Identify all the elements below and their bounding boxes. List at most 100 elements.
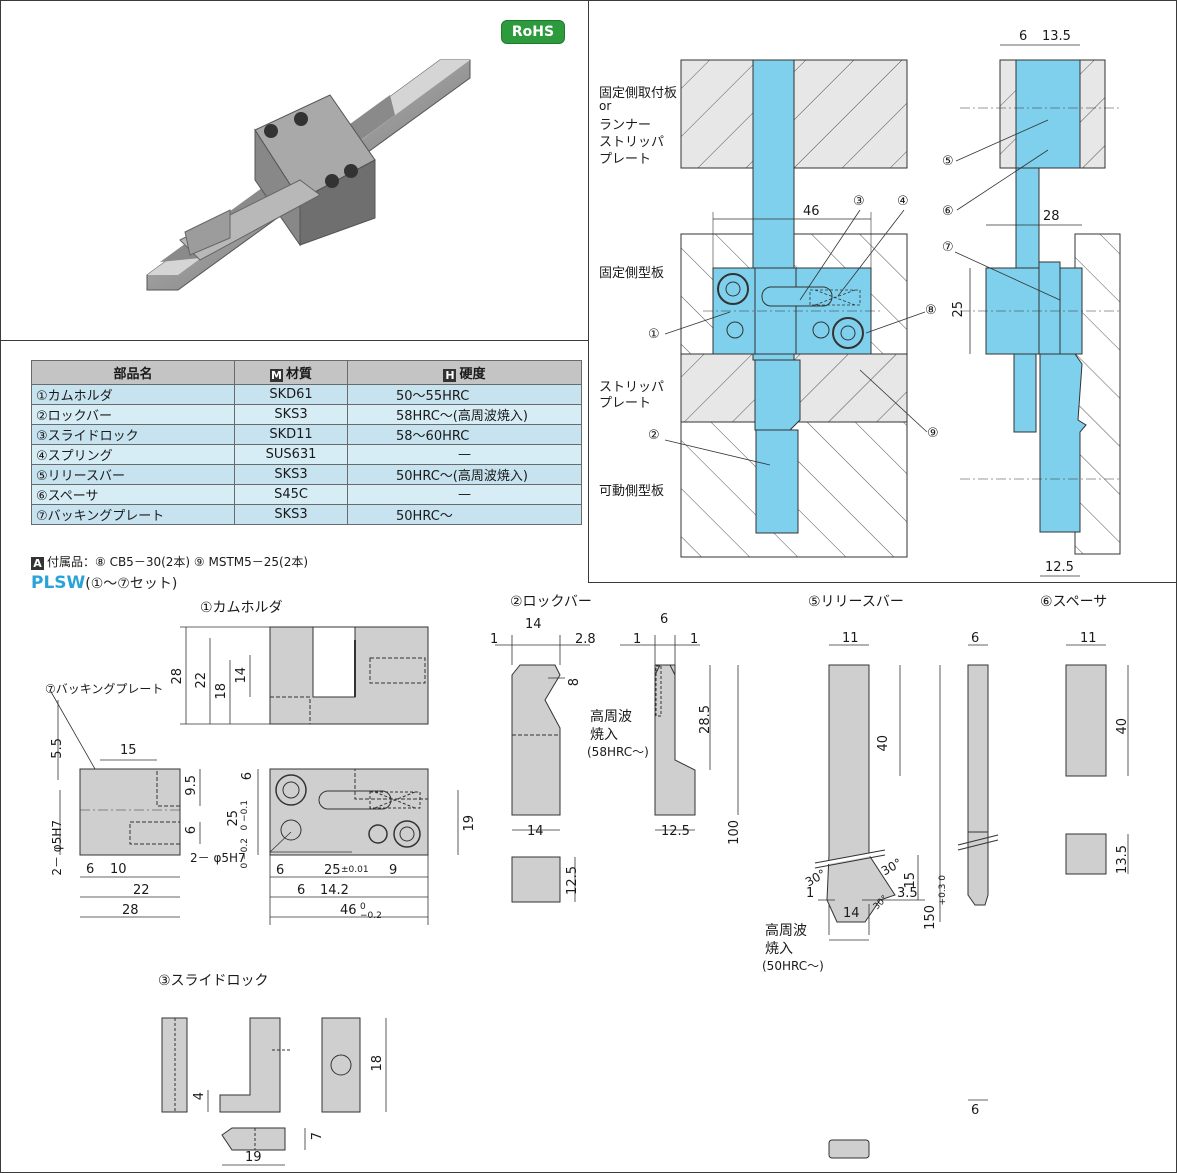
- dim-sp-40: 40: [1115, 718, 1130, 735]
- backing-plate-drawing: [79, 768, 181, 856]
- dim-sl-19: 19: [245, 1150, 262, 1165]
- rb-note-3: (50HRC～): [762, 959, 824, 973]
- cell-material: SUS631: [234, 444, 348, 465]
- dim-ch-v25: 25: [226, 810, 241, 827]
- lb-note-1: 高周波: [590, 709, 632, 725]
- accessory-mark-icon: A: [31, 557, 44, 570]
- cell-hardness: 50HRC～: [347, 504, 582, 525]
- cell-material: SKD11: [234, 424, 348, 445]
- material-mark-icon: M: [269, 369, 283, 382]
- dim-rb-11: 11: [842, 631, 859, 646]
- release-bar-dims: [818, 644, 1129, 1101]
- dim-lb-100: 100: [727, 820, 742, 845]
- dim-rb-b14: 14: [843, 906, 860, 921]
- label-fixed-plate-5: プレート: [599, 152, 652, 167]
- callout-4: ④: [897, 194, 909, 209]
- title-spacer: ⑥スペーサ: [1040, 594, 1108, 610]
- dim-assembly-12-5: 12.5: [1045, 560, 1074, 575]
- dim-bp-6: 6: [184, 826, 199, 835]
- dim-bp-b22: 22: [133, 883, 150, 898]
- dim-bp-9-5: 9.5: [184, 775, 199, 796]
- dim-ch-22: 22: [194, 672, 209, 689]
- dim-assembly-25: 25: [951, 301, 966, 318]
- dim-lb-b12-5: 12.5: [661, 824, 690, 839]
- cell-hardness: —: [347, 484, 582, 505]
- title-cam-holder: ①カムホルダ: [200, 600, 283, 616]
- dim-ch-b25-tol: ±0.01: [341, 865, 369, 875]
- slide-lock-views: [161, 1017, 361, 1151]
- dim-rb-40: 40: [876, 735, 891, 752]
- dim-bp-b6: 6: [86, 862, 95, 877]
- dim-bp-5-5: 5.5: [50, 738, 65, 759]
- release-bar-drawing: [814, 664, 1107, 1159]
- title-slide-lock: ③スライドロック: [158, 973, 269, 989]
- dim-sp-11: 11: [1080, 631, 1097, 646]
- dim-sl-4: 4: [192, 1092, 207, 1101]
- callout-3: ③: [853, 194, 865, 209]
- dim-lb-14: 14: [525, 617, 542, 632]
- dim-lb-28-5: 28.5: [698, 705, 713, 734]
- dim-ch-v6: 6: [240, 772, 255, 781]
- dim-ch-hole: 2－ φ5H7: [190, 851, 246, 865]
- dim-lb-s1b: 1: [690, 632, 699, 647]
- rb-note-2: 焼入: [765, 941, 793, 957]
- cell-name: ③スライドロック: [31, 424, 235, 445]
- dim-lb-1: 1: [490, 632, 499, 647]
- header-hardness-label: 硬度: [459, 367, 486, 382]
- backing-plate-dims: [49, 689, 292, 918]
- dim-rb-b1: 1: [806, 886, 815, 901]
- dim-lb-8: 8: [567, 678, 582, 687]
- header-part-name: 部品名: [31, 360, 235, 385]
- cell-hardness: —: [347, 444, 582, 465]
- cell-hardness: 50～55HRC: [347, 384, 582, 405]
- dim-assembly-6: 6: [1019, 29, 1028, 44]
- callout-9: ⑨: [927, 426, 939, 441]
- dim-ch-19: 19: [462, 815, 477, 832]
- label-fixed-mold: 固定側型板: [599, 266, 665, 281]
- dim-ch-b46-tol: 0 −0.2: [360, 902, 382, 921]
- title-backing-plate: ⑦バッキングプレート: [45, 682, 164, 696]
- lock-bar-dims: [495, 635, 739, 902]
- label-movable-mold: 可動側型板: [599, 484, 665, 499]
- cell-hardness: 58HRC～(高周波焼入): [347, 404, 582, 425]
- dim-ch-14: 14: [234, 667, 249, 684]
- dim-rb-s6: 6: [971, 631, 980, 646]
- label-fixed-plate-4: ストリッパ: [599, 135, 665, 150]
- accessories-text: 付属品：⑧ CB5－30(2本) ⑨ MSTM5－25(2本): [47, 555, 309, 569]
- slide-lock-dims: [207, 1018, 387, 1166]
- dim-sl-7: 7: [310, 1132, 325, 1141]
- product-photo: [146, 59, 471, 291]
- dim-lb-2-8: 2.8: [575, 632, 596, 647]
- cell-material: S45C: [234, 484, 348, 505]
- rb-note-1: 高周波: [765, 923, 807, 939]
- dim-bp-b28: 28: [122, 903, 139, 918]
- dim-lb-s6: 6: [660, 612, 669, 627]
- dim-rb-150: 150: [923, 905, 938, 930]
- callout-8: ⑧: [925, 303, 937, 318]
- dim-rb-s6b: 6: [971, 1103, 980, 1118]
- cell-material: SKS3: [234, 504, 348, 525]
- title-lock-bar: ②ロックバー: [510, 594, 592, 610]
- cell-name: ④スプリング: [31, 444, 235, 465]
- callout-7: ⑦: [942, 240, 954, 255]
- rohs-badge: RoHS: [501, 20, 565, 44]
- cam-holder-dims: [180, 626, 459, 925]
- cell-material: SKS3: [234, 464, 348, 485]
- dim-bp-phi: 2－ φ5H7: [50, 820, 64, 876]
- dim-assembly-46: 46: [803, 204, 820, 219]
- dim-lb-b14: 14: [527, 824, 544, 839]
- label-fixed-plate-2: or: [599, 99, 612, 113]
- set-code: PLSW(①～⑦セット): [31, 573, 177, 593]
